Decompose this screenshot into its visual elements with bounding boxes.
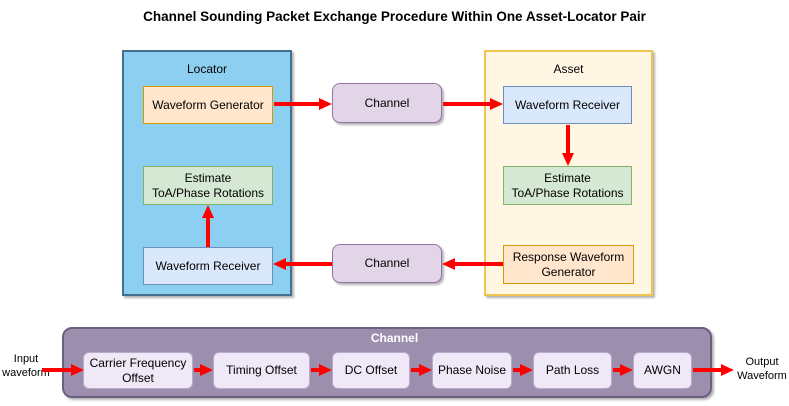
diagram-title: Channel Sounding Packet Exchange Procedu… xyxy=(143,9,646,24)
stage-path-loss: Path Loss xyxy=(533,352,612,389)
input-waveform-label: Input waveform xyxy=(2,353,50,380)
arrow-channel-to-asset-receiver xyxy=(443,98,503,110)
locator-estimate-toa-phase-box: Estimate ToA/Phase Rotations xyxy=(143,166,273,205)
arrow-input-to-cfo xyxy=(42,364,84,376)
stage-awgn: AWGN xyxy=(633,352,692,389)
response-waveform-generator-box: Response Waveform Generator xyxy=(503,245,634,284)
stage-timing-offset: Timing Offset xyxy=(213,352,310,389)
arrow-response-generator-to-channel xyxy=(442,258,503,270)
asset-label: Asset xyxy=(553,62,584,76)
arrow-locator-receiver-to-estimate xyxy=(202,205,214,247)
arrow-dc-to-phase-noise xyxy=(411,364,432,376)
asset-waveform-receiver-box: Waveform Receiver xyxy=(503,86,632,124)
stage-carrier-frequency-offset: Carrier Frequency Offset xyxy=(83,352,193,389)
output-waveform-label: Output Waveform xyxy=(737,356,787,383)
locator-label: Locator xyxy=(186,62,228,76)
arrow-path-loss-to-awgn xyxy=(613,364,633,376)
arrow-cfo-to-timing xyxy=(194,364,213,376)
channel-chain-label: Channel xyxy=(370,331,419,345)
arrow-timing-to-dc xyxy=(311,364,332,376)
locator-waveform-receiver-box: Waveform Receiver xyxy=(143,247,273,285)
arrow-generator-to-channel xyxy=(274,98,332,110)
asset-estimate-toa-phase-box: Estimate ToA/Phase Rotations xyxy=(503,166,632,205)
arrow-asset-receiver-to-estimate xyxy=(562,125,574,166)
stage-phase-noise: Phase Noise xyxy=(432,352,512,389)
waveform-generator-box: Waveform Generator xyxy=(143,86,273,124)
channel-bottom-box: Channel xyxy=(332,244,442,283)
arrow-channel-to-locator-receiver xyxy=(273,258,332,270)
arrow-awgn-to-output xyxy=(693,364,734,376)
stage-dc-offset: DC Offset xyxy=(332,352,410,389)
channel-top-box: Channel xyxy=(332,83,442,123)
arrow-phase-noise-to-path-loss xyxy=(513,364,533,376)
